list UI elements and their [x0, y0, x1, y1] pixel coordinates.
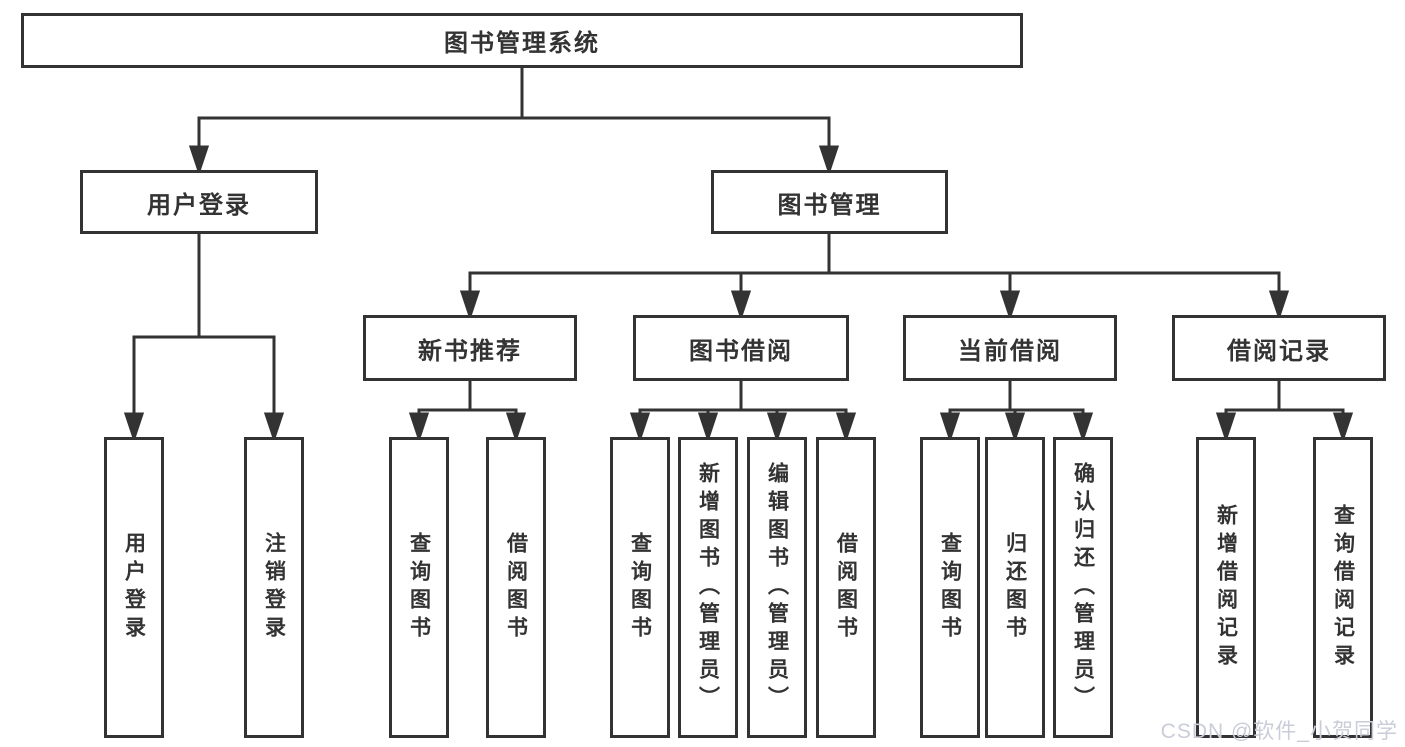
node-user-login: 用户登录 — [80, 170, 318, 234]
node-current-borrowing-label: 当前借阅 — [958, 337, 1062, 365]
leaf-query-borrow-record: 查询借阅记录 — [1313, 437, 1373, 738]
node-borrowing-record-label: 借阅记录 — [1227, 337, 1331, 365]
connector-current-borrow-group — [939, 379, 1094, 443]
leaf-confirm-return-admin-label: 确认归还（管理员） — [1071, 461, 1095, 714]
node-book-management-label: 图书管理 — [777, 191, 882, 219]
connector-book-borrow-group — [629, 379, 857, 443]
leaf-borrow-book: 借阅图书 — [816, 437, 876, 738]
node-book-borrowing: 图书借阅 — [633, 315, 849, 381]
node-new-book-recommend: 新书推荐 — [363, 315, 577, 381]
connector-user-login-group — [123, 232, 285, 443]
connector-root-to-level2 — [188, 66, 840, 176]
leaf-query-borrow-record-label: 查询借阅记录 — [1331, 503, 1355, 672]
leaf-return-book: 归还图书 — [985, 437, 1045, 738]
leaf-return-book-label: 归还图书 — [1003, 531, 1027, 644]
node-new-book-recommend-label: 新书推荐 — [418, 337, 522, 365]
leaf-query-book-recommend: 查询图书 — [389, 437, 449, 738]
connector-borrow-record-group — [1215, 379, 1354, 443]
leaf-logout: 注销登录 — [244, 437, 304, 738]
leaf-query-book-current-label: 查询图书 — [938, 531, 962, 644]
leaf-query-book-borrow: 查询图书 — [610, 437, 670, 738]
leaf-query-book-recommend-label: 查询图书 — [407, 531, 431, 644]
leaf-user-login: 用户登录 — [104, 437, 164, 738]
leaf-edit-book-admin: 编辑图书（管理员） — [747, 437, 807, 738]
leaf-confirm-return-admin: 确认归还（管理员） — [1053, 437, 1113, 738]
node-book-borrowing-label: 图书借阅 — [689, 337, 793, 365]
node-borrowing-record: 借阅记录 — [1172, 315, 1386, 381]
node-root-system: 图书管理系统 — [21, 13, 1023, 68]
node-root-system-label: 图书管理系统 — [444, 30, 600, 57]
leaf-query-book-current: 查询图书 — [920, 437, 980, 738]
node-book-management: 图书管理 — [711, 170, 948, 234]
leaf-add-book-admin: 新增图书（管理员） — [678, 437, 738, 738]
leaf-edit-book-admin-label: 编辑图书（管理员） — [765, 461, 789, 714]
leaf-logout-label: 注销登录 — [262, 531, 286, 644]
leaf-add-borrow-record-label: 新增借阅记录 — [1214, 503, 1238, 672]
connector-book-mgmt-to-level3 — [459, 232, 1290, 321]
leaf-borrow-book-recommend-label: 借阅图书 — [504, 531, 528, 644]
leaf-user-login-label: 用户登录 — [122, 531, 146, 644]
connector-new-book-group — [408, 379, 527, 443]
node-user-login-label: 用户登录 — [147, 191, 251, 219]
csdn-watermark: CSDN @软件_小贺同学 — [1160, 720, 1398, 743]
node-current-borrowing: 当前借阅 — [903, 315, 1117, 381]
leaf-borrow-book-recommend: 借阅图书 — [486, 437, 546, 738]
leaf-add-book-admin-label: 新增图书（管理员） — [696, 461, 720, 714]
leaf-query-book-borrow-label: 查询图书 — [628, 531, 652, 644]
leaf-borrow-book-label: 借阅图书 — [834, 531, 858, 644]
leaf-add-borrow-record: 新增借阅记录 — [1196, 437, 1256, 738]
